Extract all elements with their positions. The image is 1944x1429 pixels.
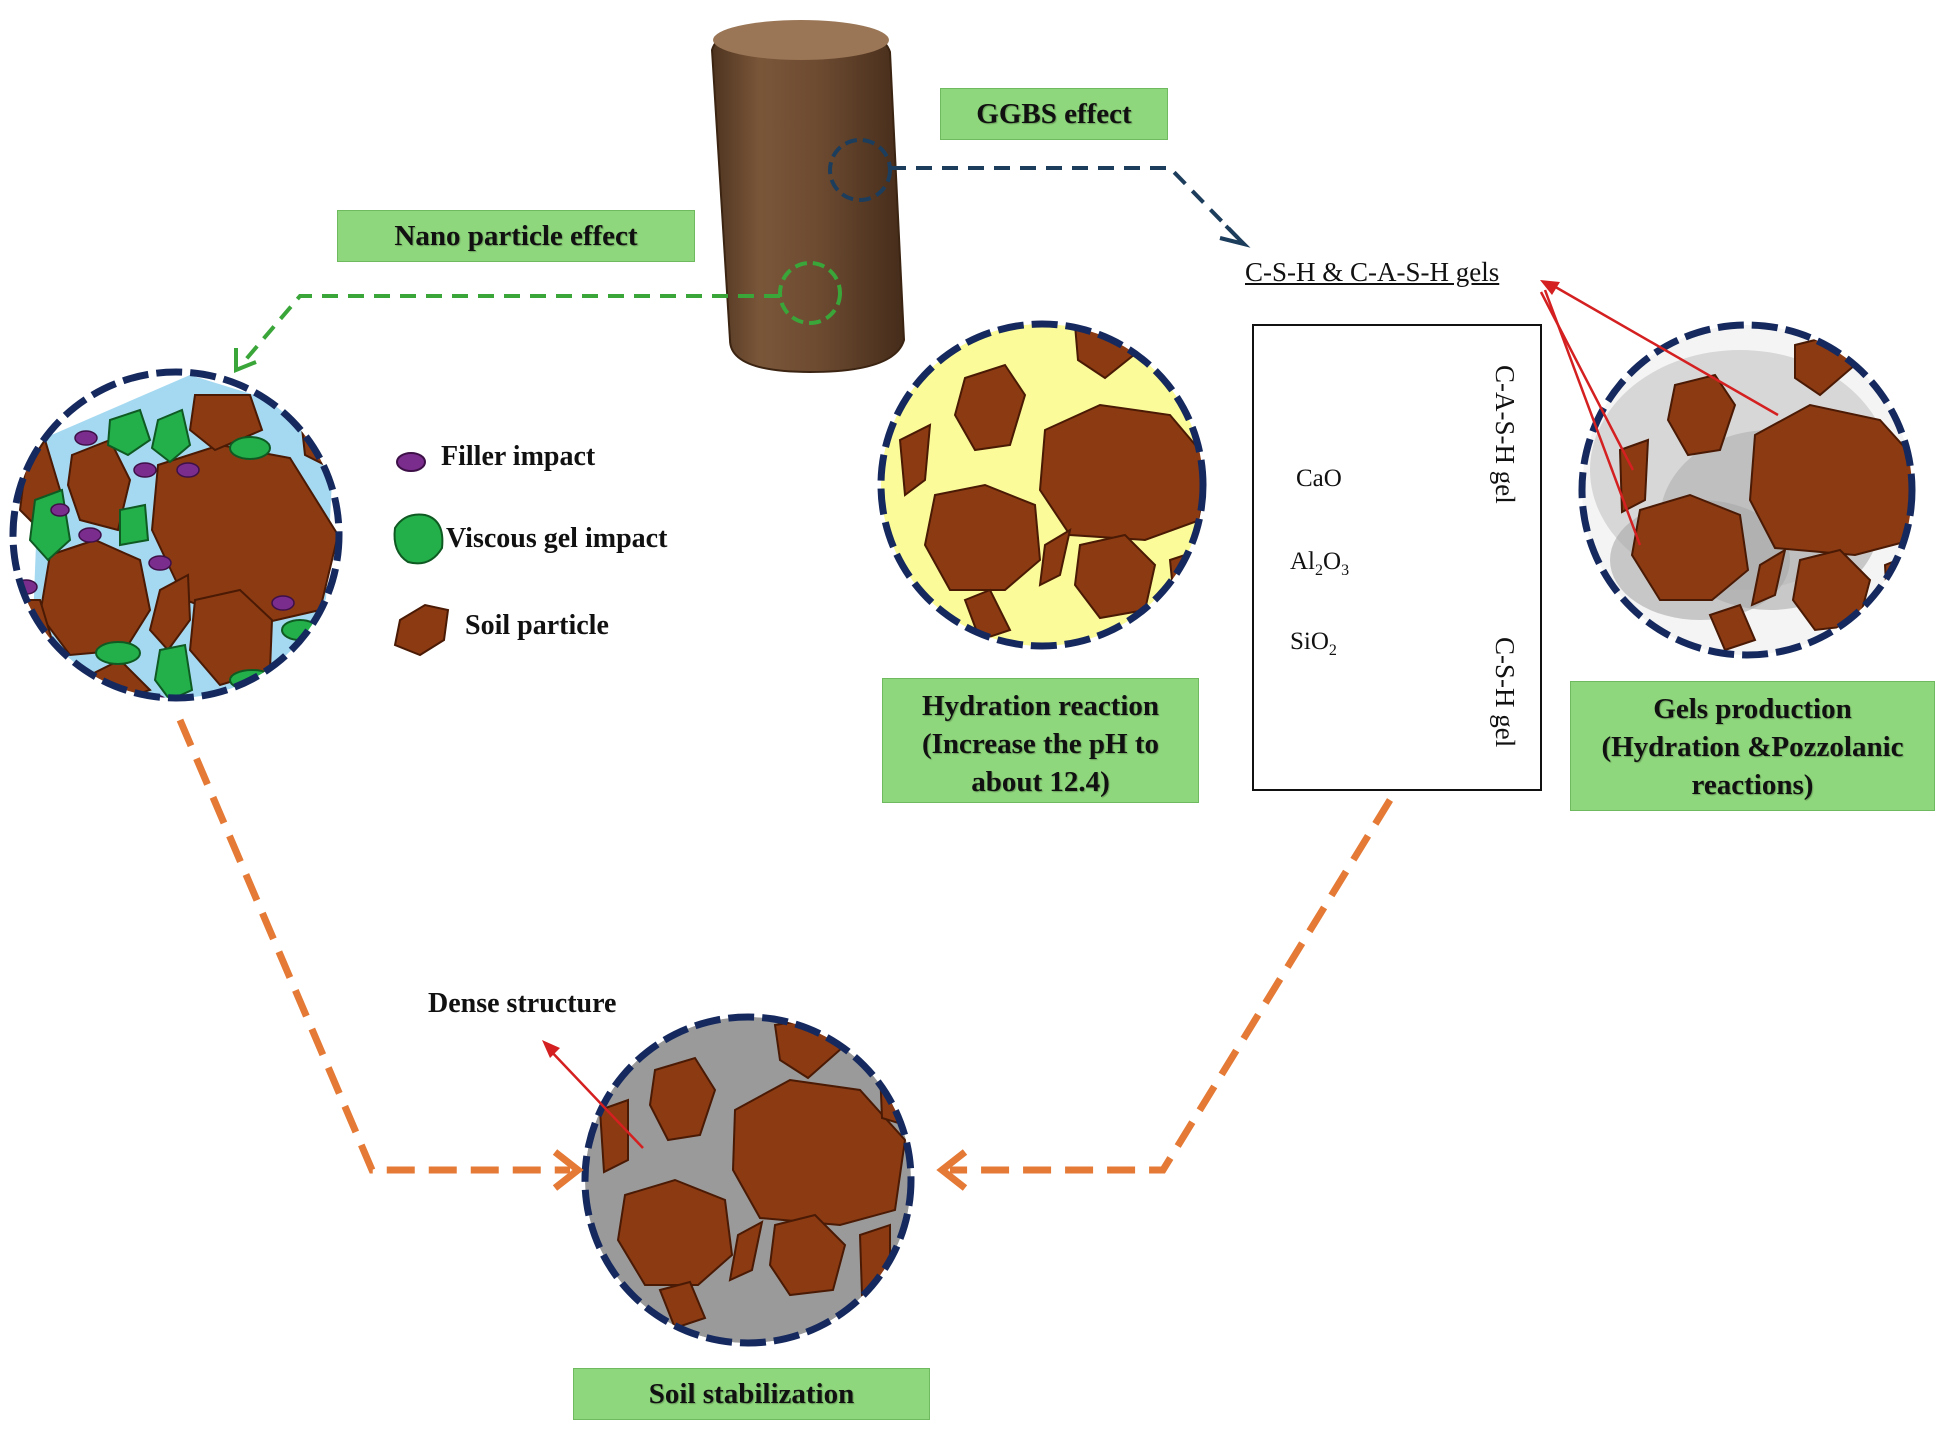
cash-gel-label: C-A-S-H gel [1490,365,1520,504]
nano-effect-circle [13,372,339,698]
filler-icon [396,452,426,472]
gels-production-circle [1582,325,1912,655]
ggbs-effect-label: GGBS effect [940,88,1168,140]
sio2-label: SiO2 [1290,628,1337,659]
gels-production-label: Gels production (Hydration &Pozzolanic r… [1570,681,1935,811]
dense-structure-label: Dense structure [428,988,617,1019]
ggbs-arrow [890,166,1240,240]
gel-pointer-arrows [1539,280,1779,546]
nano-arrow [240,294,780,366]
soil-particle-icon [393,603,450,657]
nano-particle-effect-label: Nano particle effect [337,210,695,262]
dense-structure-pointer [542,1040,644,1149]
nano-arrowhead [234,348,257,373]
soil-sample-cylinder [710,20,906,374]
flow-arrows [176,718,1393,1174]
csh-gel-label: C-S-H gel [1490,637,1520,748]
gel-structure-box [1252,324,1542,791]
viscous-gel-impact-label: Viscous gel impact [446,523,668,554]
cao-label: CaO [1296,465,1342,492]
hydration-circle [881,324,1203,646]
soil-stabilization-label: Soil stabilization [573,1368,930,1420]
flow-arrowheads [552,1149,968,1191]
viscous-gel-icon [393,513,444,565]
stabilized-soil-circle [585,1017,911,1343]
gels-title: C-S-H & C-A-S-H gels [1245,257,1500,287]
hydration-reaction-label: Hydration reaction (Increase the pH to a… [882,678,1199,803]
nano-focus-circle [778,261,842,325]
soil-particle-label: Soil particle [465,610,609,641]
al2o3-label: Al2O3 [1290,548,1350,579]
ggbs-arrowhead [1219,224,1251,248]
filler-impact-label: Filler impact [441,441,596,472]
